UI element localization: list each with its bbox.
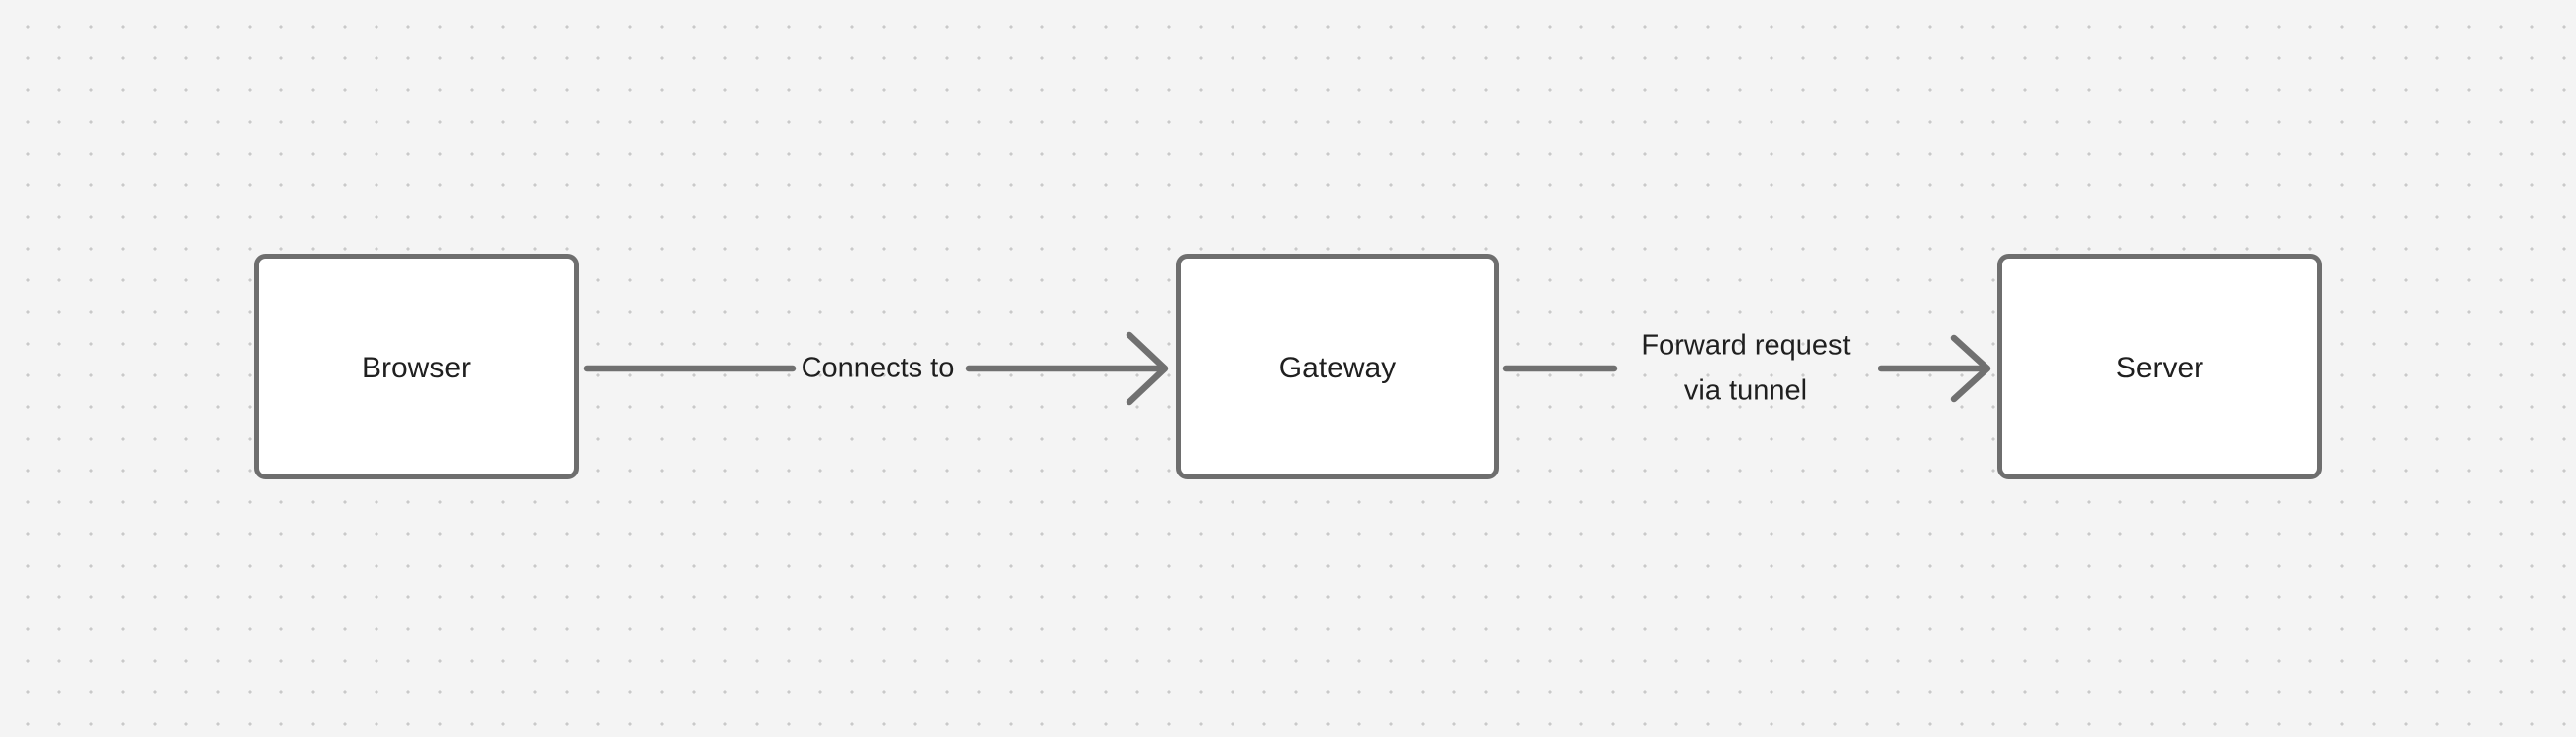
node-gateway-shape[interactable] xyxy=(1176,254,1499,479)
node-browser-shape[interactable] xyxy=(254,254,579,479)
node-browser[interactable]: Browser xyxy=(254,254,579,479)
edge-gateway-server-label-line-2: via tunnel xyxy=(1684,375,1807,407)
edge-browser-gateway[interactable]: Connects to xyxy=(583,331,1169,406)
node-gateway[interactable]: Gateway xyxy=(1176,254,1499,479)
node-server-shape[interactable] xyxy=(1997,254,2322,479)
node-browser-label: Browser xyxy=(362,352,471,384)
node-gateway-label: Gateway xyxy=(1279,352,1396,384)
arrow-head-icon xyxy=(1950,334,1991,403)
arrow-head-icon xyxy=(1126,331,1169,406)
edge-gateway-server-label-line-1: Forward request xyxy=(1641,330,1850,362)
node-server[interactable]: Server xyxy=(1997,254,2322,479)
edge-browser-gateway-label: Connects to xyxy=(802,353,955,384)
node-server-label: Server xyxy=(2116,352,2203,384)
edge-gateway-server[interactable]: Forward request via tunnel xyxy=(1502,330,1991,407)
